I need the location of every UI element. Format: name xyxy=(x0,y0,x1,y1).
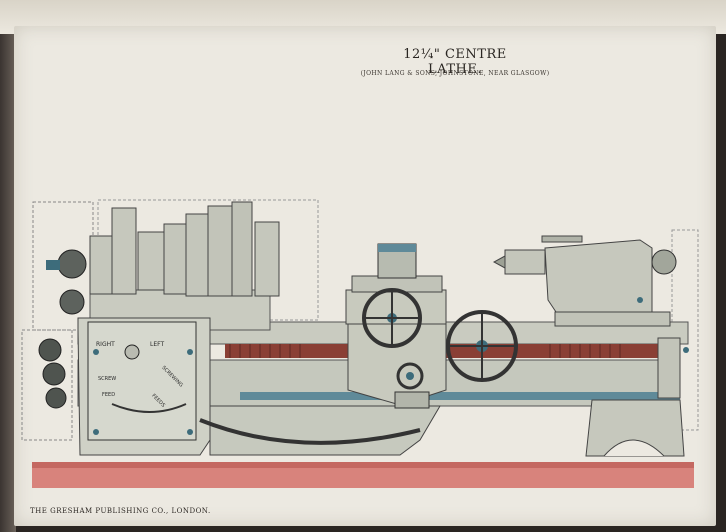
publisher-imprint: THE GRESHAM PUBLISHING CO., LONDON. xyxy=(30,507,211,515)
spindle-nut xyxy=(46,260,60,270)
tailstock-base xyxy=(554,311,671,327)
lead-screw xyxy=(225,344,680,358)
plate-subtitle: (JOHN LANG & SONS, JOHNSTONE, NEAR GLASG… xyxy=(360,70,550,77)
tailstock-clamp-lever xyxy=(541,235,583,243)
right-leg-arch xyxy=(603,439,665,457)
tool-post-clamp xyxy=(378,244,416,252)
lead-screw-thread xyxy=(229,344,621,358)
bolt xyxy=(683,347,689,353)
apron-block xyxy=(394,391,430,409)
apron-handwheel xyxy=(446,310,518,382)
right-leg xyxy=(585,399,685,457)
pulley-step-1 xyxy=(111,207,137,295)
change-gear-3 xyxy=(38,338,62,362)
bolt xyxy=(93,349,99,355)
tailstock-handwheel xyxy=(651,249,677,275)
plate-title: 12¼" CENTRE LATHE. xyxy=(403,47,507,77)
main-stand-curve xyxy=(199,418,421,445)
lathe-stand xyxy=(209,405,441,456)
bolt xyxy=(637,297,643,303)
gear-chart-plate xyxy=(87,321,197,441)
feed-shaft xyxy=(240,392,680,400)
pulley-step-5 xyxy=(207,205,233,297)
gear-chart-right: RIGHT xyxy=(96,341,115,348)
pulley-step-3 xyxy=(163,223,187,295)
headstock-post xyxy=(89,235,113,295)
tailstock-quill xyxy=(504,249,546,275)
right-end-bracket xyxy=(657,337,681,399)
bolt xyxy=(187,429,193,435)
gear-chart-knob xyxy=(124,344,140,360)
pulley-step-6 xyxy=(231,201,253,297)
headstock-bearing xyxy=(254,221,280,297)
bolt xyxy=(187,349,193,355)
gear-chart-screw: SCREW xyxy=(98,376,116,382)
gear-chart-lever xyxy=(111,403,187,413)
change-gear-2 xyxy=(59,289,85,315)
tailstock-body xyxy=(544,239,653,319)
gear-chart-left: LEFT xyxy=(150,341,164,348)
tailstock-center xyxy=(492,255,506,269)
pulley-step-2 xyxy=(137,231,165,291)
flap-left-lower xyxy=(21,329,73,441)
pulley-step-4 xyxy=(185,213,209,297)
feed-knob xyxy=(396,362,424,390)
change-gear-4 xyxy=(42,362,66,386)
book-spine xyxy=(0,0,16,532)
gear-chart-feed: FEED xyxy=(102,392,115,398)
change-gear-1 xyxy=(57,249,87,279)
floor-shade xyxy=(32,462,694,468)
cross-slide-handwheel xyxy=(362,288,422,348)
change-gear-5 xyxy=(45,387,67,409)
bolt xyxy=(93,429,99,435)
